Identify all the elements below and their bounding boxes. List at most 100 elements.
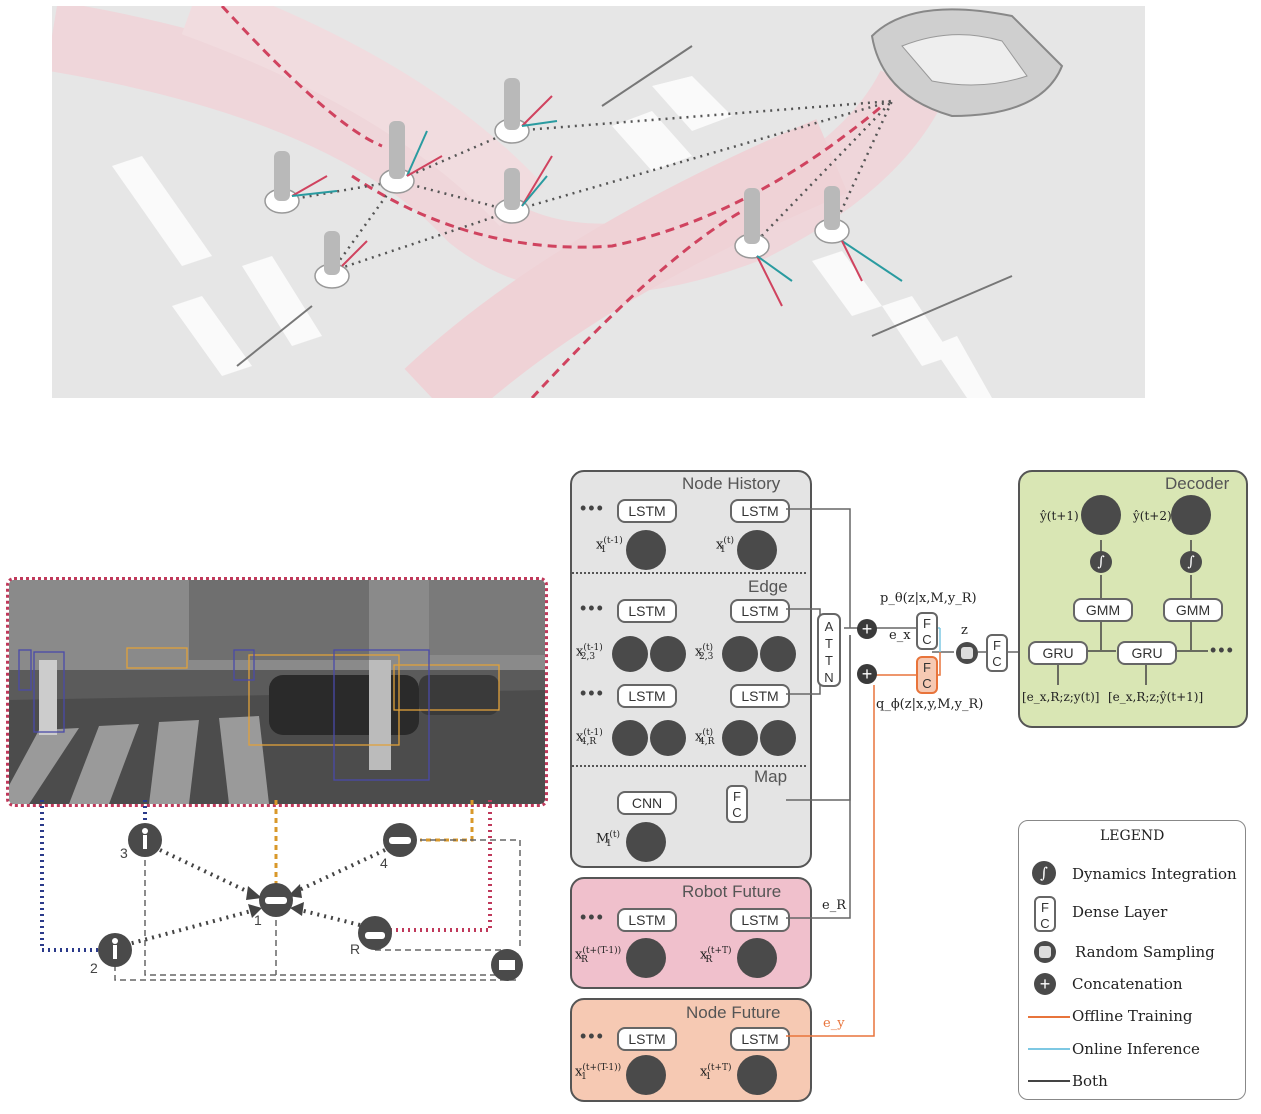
gru-2: GRU [1117,641,1177,665]
link-robot [390,800,492,932]
ellipsis: ••• [580,598,605,618]
robot-car-icon [626,938,666,978]
lstm-robot-2: LSTM [730,908,790,932]
edge-title: Edge [748,577,788,596]
ey-label: e_y [823,1016,845,1031]
legend-item-concat: Concatenation [1072,975,1183,993]
legend-item-dense: Dense Layer [1072,903,1168,921]
node-label-R: R [350,941,361,957]
concatenation-icon: + [857,619,877,639]
ellipsis: ••• [580,1026,605,1046]
dynamics-integration-icon: ∫ [1032,861,1056,885]
legend-item-sampling: Random Sampling [1075,943,1215,961]
separator-map [572,765,806,767]
legend-panel [1018,820,1246,1100]
legend-item-offline: Offline Training [1072,1007,1193,1025]
dynamics-integration-icon: ∫ [1090,551,1112,573]
robot-car-icon [737,938,777,978]
both-line [1028,1080,1070,1082]
node-history-title: Node History [682,474,781,493]
car-icon [737,530,777,570]
concatenation-icon: + [1034,973,1056,995]
link-ped2 [40,800,100,952]
x-edge-23-prev: x(t-1)2,3 [576,643,603,662]
lstm-future-2: LSTM [730,1027,790,1051]
ex-label: e_x [889,628,911,643]
concatenation-icon: + [857,664,877,684]
car-icon [737,1055,777,1095]
lstm-edge-1b: LSTM [730,599,790,623]
q-label: q_ϕ(z|x,y,M,y_R) [876,697,984,712]
car-icon [1171,495,1211,535]
legend-item-online: Online Inference [1072,1040,1200,1058]
gmm-2: GMM [1163,598,1223,622]
node-label-4: 4 [380,855,388,871]
lstm-robot-1: LSTM [617,908,677,932]
lstm-future-1: LSTM [617,1027,677,1051]
x-edge-23-cur: x(t)2,3 [695,643,714,662]
legend-item-both: Both [1072,1072,1108,1090]
lstm-edge-2a: LSTM [617,684,677,708]
lstm-edge-2b: LSTM [730,684,790,708]
eR-label: e_R [822,898,846,913]
x-future-cur: x(t+T)1 [700,1063,732,1082]
link-car4 [420,800,474,842]
camera-image [9,580,545,804]
ellipsis: ••• [580,498,605,518]
random-sampling-icon [956,642,978,664]
m-label: M(t)1 [596,830,620,849]
pedestrian-icon [650,636,686,672]
car-icon [612,720,648,756]
gru-1: GRU [1028,641,1088,665]
cnn-block: CNN [617,791,677,815]
pedestrian-icon [612,636,648,672]
gru-input-2: [e_x,R;z;ŷ(t+1)] [1108,690,1204,704]
ellipsis: ••• [1210,640,1235,660]
map-title: Map [754,767,788,786]
x-robot-cur: x(t+T)R [700,946,732,965]
lstm-edge-1a: LSTM [617,599,677,623]
random-sampling-icon [1034,941,1056,963]
robot-future-title: Robot Future [682,882,782,901]
decoder-title: Decoder [1165,474,1230,493]
x-future-prev: x(t+(T-1))1 [575,1063,622,1082]
y1-label: ŷ(t+1) [1040,509,1079,523]
car-icon [1081,495,1121,535]
node-label-2: 2 [90,960,98,976]
scene-render [52,6,1145,398]
y2-label: ŷ(t+2) [1133,509,1172,523]
scene-graph [40,800,523,981]
lstm-history-1: LSTM [617,499,677,523]
node-label-1: 1 [254,912,262,928]
car-icon [626,530,666,570]
dynamics-integration-icon: ∫ [1180,551,1202,573]
pedestrian-icon [760,636,796,672]
x-robot-prev: x(t+(T-1))R [575,946,622,965]
online-inference-line [1028,1048,1070,1050]
p-label: p_θ(z|x,M,y_R) [880,591,977,606]
x-edge-4R-prev: x(t-1)4,R [576,728,603,747]
camera-frame [6,577,548,807]
gru-input-1: [e_x,R;z;y(t)] [1022,690,1100,704]
x-history-cur: x(t)1 [716,536,734,555]
gmm-1: GMM [1073,598,1133,622]
node-future-title: Node Future [686,1003,781,1022]
legend-title: LEGEND [1100,828,1165,844]
car-icon [722,720,758,756]
node-label-3: 3 [120,845,128,861]
connector-lines [786,508,1018,1037]
map-icon [626,822,666,862]
robot-car-icon [760,720,796,756]
separator-edge [572,572,806,574]
legend-item-dynamics: Dynamics Integration [1072,865,1237,883]
robot-car-icon [650,720,686,756]
x-history-prev: x(t-1)1 [596,536,623,555]
car-icon [626,1055,666,1095]
pedestrian-icon [722,636,758,672]
ellipsis: ••• [580,683,605,703]
